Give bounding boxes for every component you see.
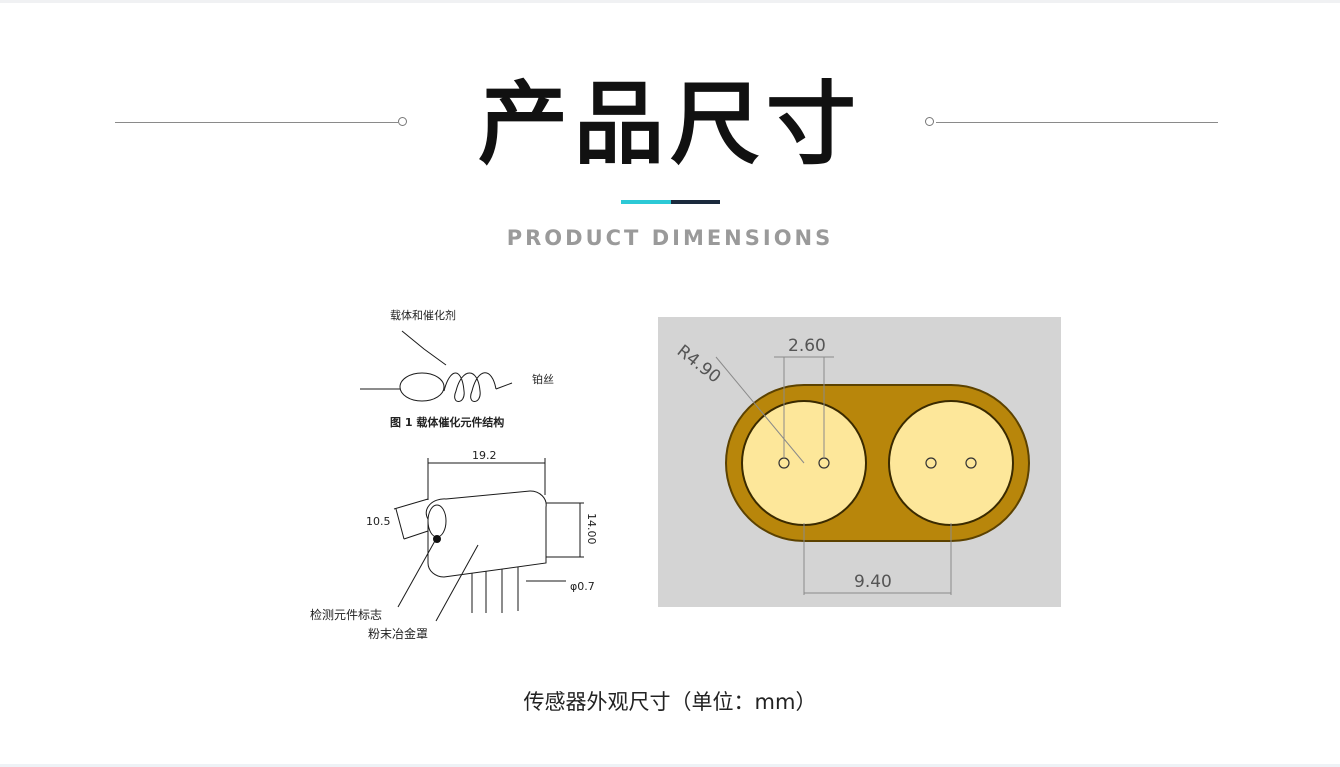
detector-mark-label: 检测元件标志 [310,607,382,622]
pin-hole-4 [965,457,977,469]
platinum-coil [443,372,497,402]
pin-spacing-dimension [774,356,834,458]
title-left-ring [398,117,407,126]
sensor-top-render: 2.60 9.40 R4.90 [658,317,1061,607]
radius-leader-line [715,356,805,464]
sensor-line-drawing: 载体和催化剂 铂丝 图 1 载体催化元件结构 19.2 10.5 14.00 φ… [310,308,598,641]
center-spacing-dimension [803,523,952,595]
center-spacing-value: 9.40 [854,572,892,592]
carrier-label: 载体和催化剂 [390,308,456,322]
wire-label: 铂丝 [532,372,554,386]
title-right-ring [925,117,934,126]
cover-leader-line [435,544,479,622]
page-title: 产品尺寸 [478,72,862,177]
pin-spacing-value: 2.60 [788,336,826,356]
wire-lead-right [495,382,513,390]
detector-mark-dot [433,535,441,543]
depth-dimension [393,498,429,540]
top-edge-strip [0,0,1340,3]
carrier-leader-line [401,330,447,366]
height-dimension [546,502,584,558]
title-accent-teal [621,200,671,204]
housing-top-ellipse [427,504,447,538]
sensor-housing [425,490,547,578]
figure1-caption: 图 1 载体催化元件结构 [390,415,504,429]
carrier-bead [399,372,445,402]
height-value: 14.00 [585,513,598,545]
title-right-rule [936,122,1218,123]
depth-value: 10.5 [366,515,391,528]
pin-diameter-value: φ0.7 [570,580,595,593]
page-subtitle: PRODUCT DIMENSIONS [506,226,834,250]
pin-hole-3 [925,457,937,469]
title-left-rule [115,122,398,123]
bottom-edge-strip [0,764,1340,767]
mark-leader-line [397,538,437,608]
width-extension-lines [427,458,546,500]
powder-cover-label: 粉末冶金罩 [368,626,428,641]
right-pad [888,400,1014,526]
title-accent-navy [671,200,720,204]
sensor-pins [471,567,519,613]
dimensions-caption: 传感器外观尺寸（单位：mm） [523,690,817,714]
width-value: 19.2 [472,449,497,462]
